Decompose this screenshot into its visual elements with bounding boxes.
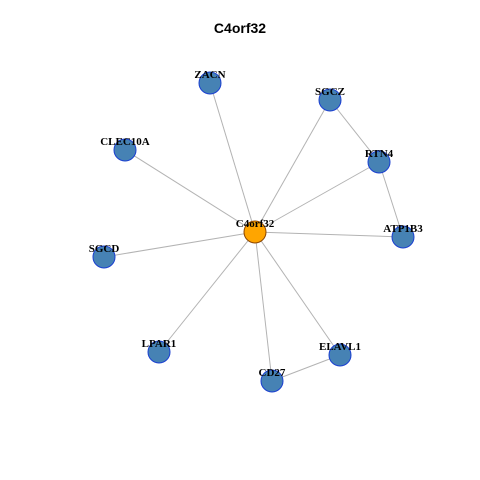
node-sgcz <box>318 88 342 112</box>
node-label-cd27: CD27 <box>259 367 286 379</box>
edge-c4orf32-cd27 <box>254 231 273 382</box>
node-lpar1 <box>147 340 171 364</box>
edge-c4orf32-elavl1 <box>254 231 341 356</box>
edge-c4orf32-sgcz <box>254 99 331 233</box>
edge-cd27-elavl1 <box>271 354 341 382</box>
edge-c4orf32-atp1b3 <box>254 231 404 238</box>
node-label-sgcz: SGCZ <box>315 86 345 98</box>
edge-c4orf32-zacn <box>209 82 256 233</box>
edge-rtn4-atp1b3 <box>378 161 404 238</box>
node-label-sgcd: SGCD <box>89 243 120 255</box>
node-label-rtn4: RTN4 <box>365 148 394 160</box>
node-rtn4 <box>367 150 391 174</box>
node-zacn <box>198 71 222 95</box>
node-sgcd <box>92 245 116 269</box>
edge-c4orf32-lpar1 <box>158 231 256 353</box>
node-elavl1 <box>328 343 352 367</box>
node-cd27 <box>260 369 284 393</box>
edge-c4orf32-clec10a <box>124 149 256 233</box>
edge-c4orf32-rtn4 <box>254 161 380 233</box>
node-atp1b3 <box>391 225 415 249</box>
graph-title: C4orf32 <box>213 20 267 36</box>
node-c4orf32 <box>243 220 267 244</box>
edge-c4orf32-sgcd <box>103 231 256 258</box>
node-label-c4orf32: C4orf32 <box>236 218 275 230</box>
node-label-atp1b3: ATP1B3 <box>383 223 423 235</box>
node-label-elavl1: ELAVL1 <box>319 341 361 353</box>
node-clec10a <box>113 138 137 162</box>
node-label-zacn: ZACN <box>194 69 225 81</box>
edge-sgcz-rtn4 <box>329 99 380 163</box>
node-label-lpar1: LPAR1 <box>142 338 177 350</box>
node-label-clec10a: CLEC10A <box>100 136 150 148</box>
